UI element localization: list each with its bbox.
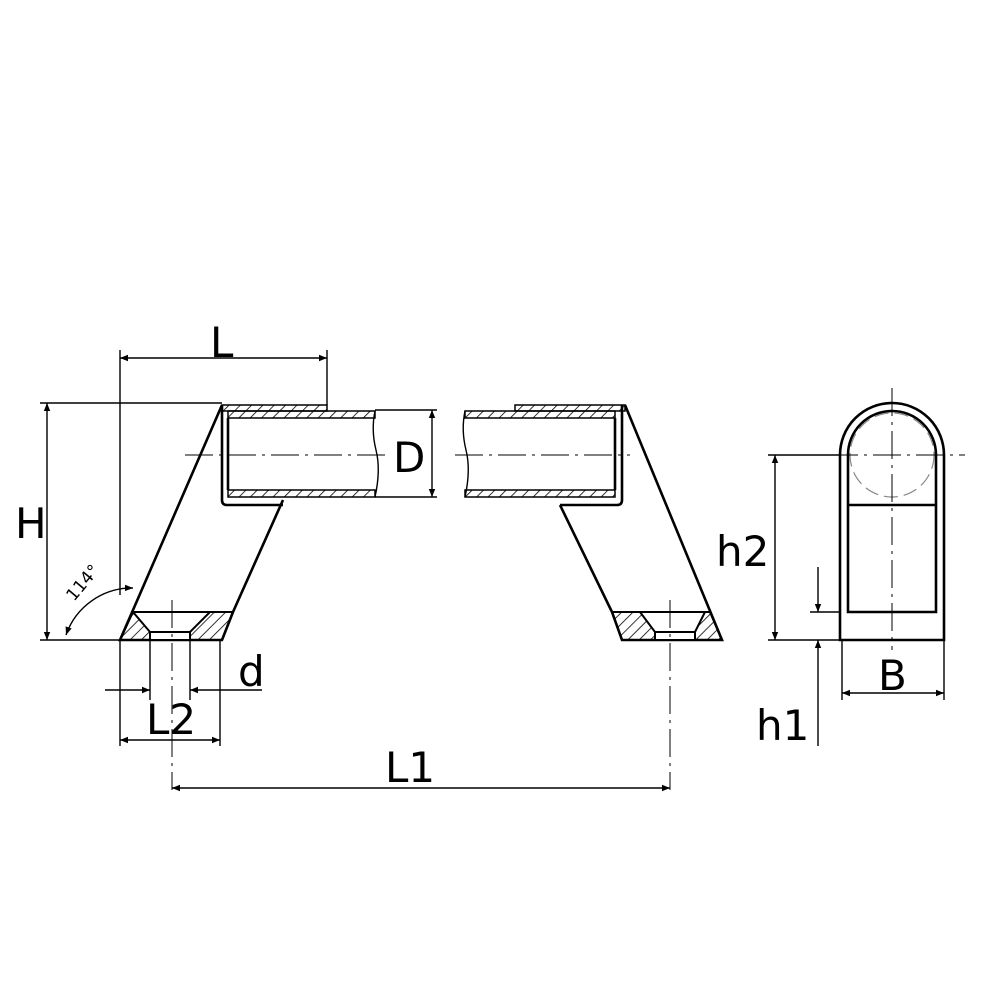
dimensions bbox=[40, 350, 945, 792]
label-D: D bbox=[393, 433, 425, 482]
label-angle: 114° bbox=[63, 561, 105, 605]
label-h2: h2 bbox=[716, 527, 769, 576]
left-tube bbox=[220, 404, 379, 507]
label-L: L bbox=[210, 318, 234, 367]
label-L2: L2 bbox=[146, 695, 196, 744]
label-B: B bbox=[878, 651, 907, 700]
label-d: d bbox=[238, 647, 265, 696]
label-H: H bbox=[15, 499, 47, 548]
right-leg bbox=[558, 404, 724, 642]
side-view bbox=[830, 388, 965, 650]
right-tube bbox=[462, 404, 626, 507]
label-L1: L1 bbox=[385, 743, 435, 792]
label-h1: h1 bbox=[756, 701, 809, 750]
